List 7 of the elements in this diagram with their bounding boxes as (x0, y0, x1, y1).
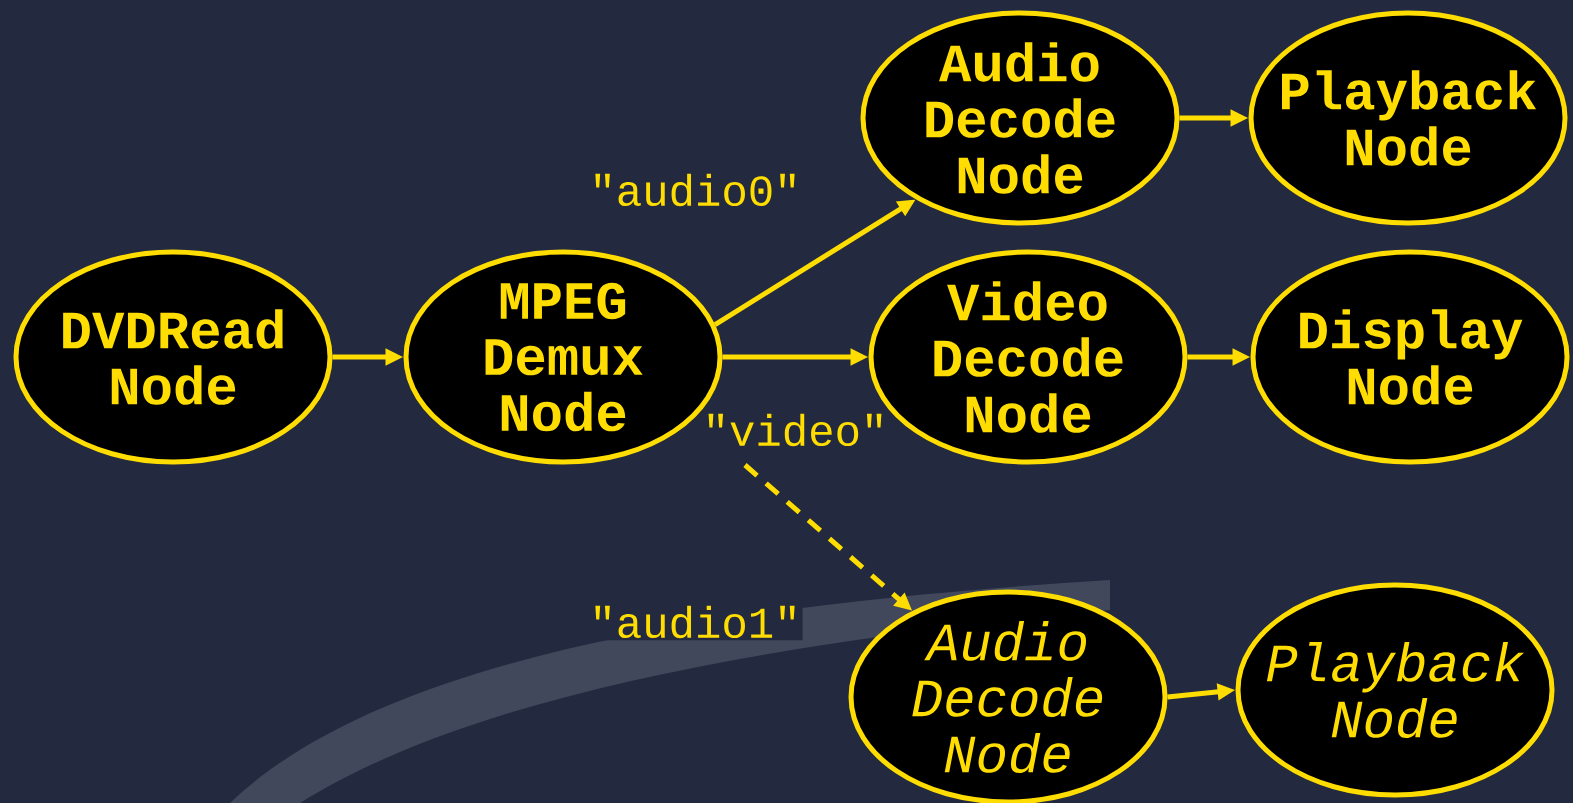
edge-label: "audio1" (595, 605, 795, 639)
ellipse-node: DVDRead Node (13, 249, 333, 465)
ellipse-node: Display Node (1250, 249, 1570, 465)
ellipse-node: Playback Node (1235, 582, 1555, 798)
edge-label: "audio0" (595, 173, 795, 207)
ellipse-node: Audio Decode Node (860, 10, 1180, 226)
ellipse-node: Playback Node (1248, 10, 1568, 226)
